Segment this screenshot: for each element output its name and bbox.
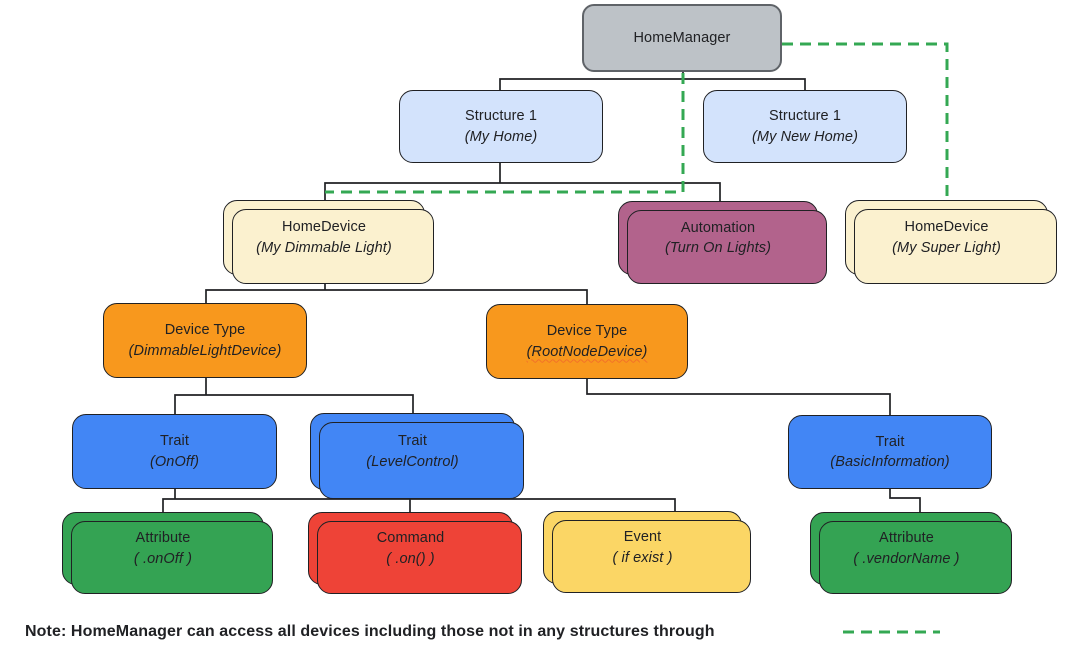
dashed-access-links: [325, 42, 949, 634]
node-command-on: Command ( .on() ): [308, 512, 522, 594]
node-homedevice-dimmable-light: HomeDevice (My Dimmable Light): [223, 200, 434, 284]
node-attribute-onoff: Attribute ( .onOff ): [62, 512, 273, 594]
node-automation-turn-on-lights: Automation (Turn On Lights): [618, 201, 827, 284]
node-label: Trait: [160, 433, 189, 450]
node-sublabel: (OnOff): [149, 453, 200, 470]
node-label: Device Type: [546, 323, 628, 340]
node-sublabel: ( if exist ): [612, 549, 673, 566]
dashed-link-super-light: [782, 42, 949, 198]
footnote-text: Note: HomeManager can access all devices…: [25, 623, 715, 640]
node-label: Event: [623, 529, 662, 546]
node-attribute-vendorname: Attribute ( .vendorName ): [810, 512, 1012, 594]
node-trait-onoff: Trait (OnOff): [72, 414, 277, 489]
node-devicetype-dimmablelight: Device Type (DimmableLightDevice): [103, 303, 307, 378]
node-label: HomeDevice: [282, 219, 366, 236]
node-sublabel: ( .onOff ): [133, 550, 193, 567]
node-sublabel: (LevelControl): [366, 453, 459, 470]
node-label: HomeManager: [633, 29, 731, 46]
node-structure-my-new-home: Structure 1 (My New Home): [703, 90, 907, 163]
node-label: Trait: [875, 433, 905, 450]
node-sublabel: (BasicInformation): [830, 454, 950, 470]
node-sublabel: (My Super Light): [892, 239, 1001, 256]
node-trait-basicinformation: Trait (BasicInformation): [788, 415, 992, 489]
node-sublabel: ( .vendorName ): [853, 550, 960, 567]
node-label: HomeDevice: [904, 219, 989, 236]
node-label: Structure 1: [464, 108, 538, 125]
node-devicetype-rootnode: Device Type (RootNodeDevice): [486, 304, 688, 379]
node-sublabel: ( .on() ): [386, 550, 435, 567]
node-home-manager: HomeManager: [582, 4, 782, 72]
node-label: Trait: [398, 433, 427, 450]
node-sublabel: (DimmableLightDevice): [128, 342, 282, 359]
node-sublabel: (RootNodeDevice): [526, 343, 648, 360]
node-trait-levelcontrol: Trait (LevelControl): [310, 413, 524, 499]
node-homedevice-super-light: HomeDevice (My Super Light): [845, 200, 1057, 284]
node-label: Automation: [680, 219, 756, 236]
node-sublabel: (My New Home): [751, 128, 859, 145]
node-sublabel: (My Home): [464, 128, 538, 145]
node-structure-my-home: Structure 1 (My Home): [399, 90, 603, 163]
node-label: Structure 1: [768, 108, 842, 125]
node-label: Command: [376, 530, 445, 547]
node-event-if-exist: Event ( if exist ): [543, 511, 751, 593]
node-label: Attribute: [879, 530, 934, 547]
node-sublabel: (Turn On Lights): [664, 240, 772, 256]
node-sublabel: (My Dimmable Light): [256, 239, 392, 256]
dashed-link-dimmable-light: [325, 73, 685, 194]
node-label: Attribute: [135, 530, 191, 547]
node-label: Device Type: [164, 322, 246, 339]
